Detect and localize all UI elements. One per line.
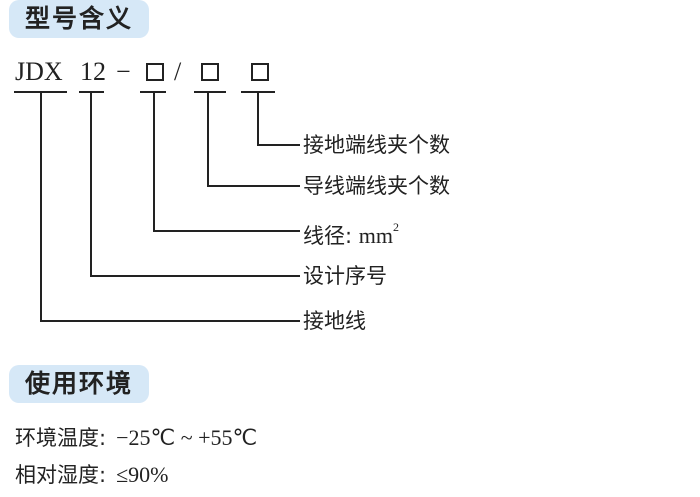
env-temperature-value: −25℃ ~ +55℃: [116, 425, 258, 450]
leader-ground-wire: [40, 92, 300, 322]
placeholder-box-ground-clamps: [251, 63, 269, 81]
env-temperature-label: 环境温度:: [15, 426, 107, 450]
section-title-environment: 使用环境: [9, 365, 150, 403]
leader-ground-clamps: [257, 92, 300, 146]
model-code-dash: −: [116, 57, 131, 86]
env-humidity-value: ≤90%: [116, 462, 169, 487]
model-code-slash: /: [174, 57, 182, 86]
env-humidity: 相对湿度: ≤90%: [15, 461, 168, 489]
env-temperature: 环境温度: −25℃ ~ +55℃: [15, 424, 257, 452]
env-humidity-label: 相对湿度:: [15, 463, 107, 487]
leader-conductor-clamps: [207, 92, 300, 187]
model-code-prefix: JDX: [15, 57, 63, 86]
placeholder-box-wire-gauge: [146, 63, 164, 81]
section-title-model: 型号含义: [9, 0, 150, 38]
wire-gauge-unit: mm: [358, 223, 393, 248]
wire-gauge-label: 线径:: [303, 224, 353, 248]
meaning-conductor-clamp-count: 导线端线夹个数: [303, 174, 450, 198]
leader-wire-gauge: [153, 92, 300, 232]
meaning-wire-gauge: 线径: mm2: [303, 218, 399, 249]
leader-design-serial: [90, 92, 300, 277]
placeholder-box-conductor-clamps: [201, 63, 219, 81]
wire-gauge-exponent: 2: [393, 220, 399, 234]
meaning-ground-wire: 接地线: [303, 309, 366, 333]
meaning-ground-clamp-count: 接地端线夹个数: [303, 133, 450, 157]
model-code-number: 12: [80, 57, 106, 86]
meaning-design-serial: 设计序号: [303, 264, 387, 288]
